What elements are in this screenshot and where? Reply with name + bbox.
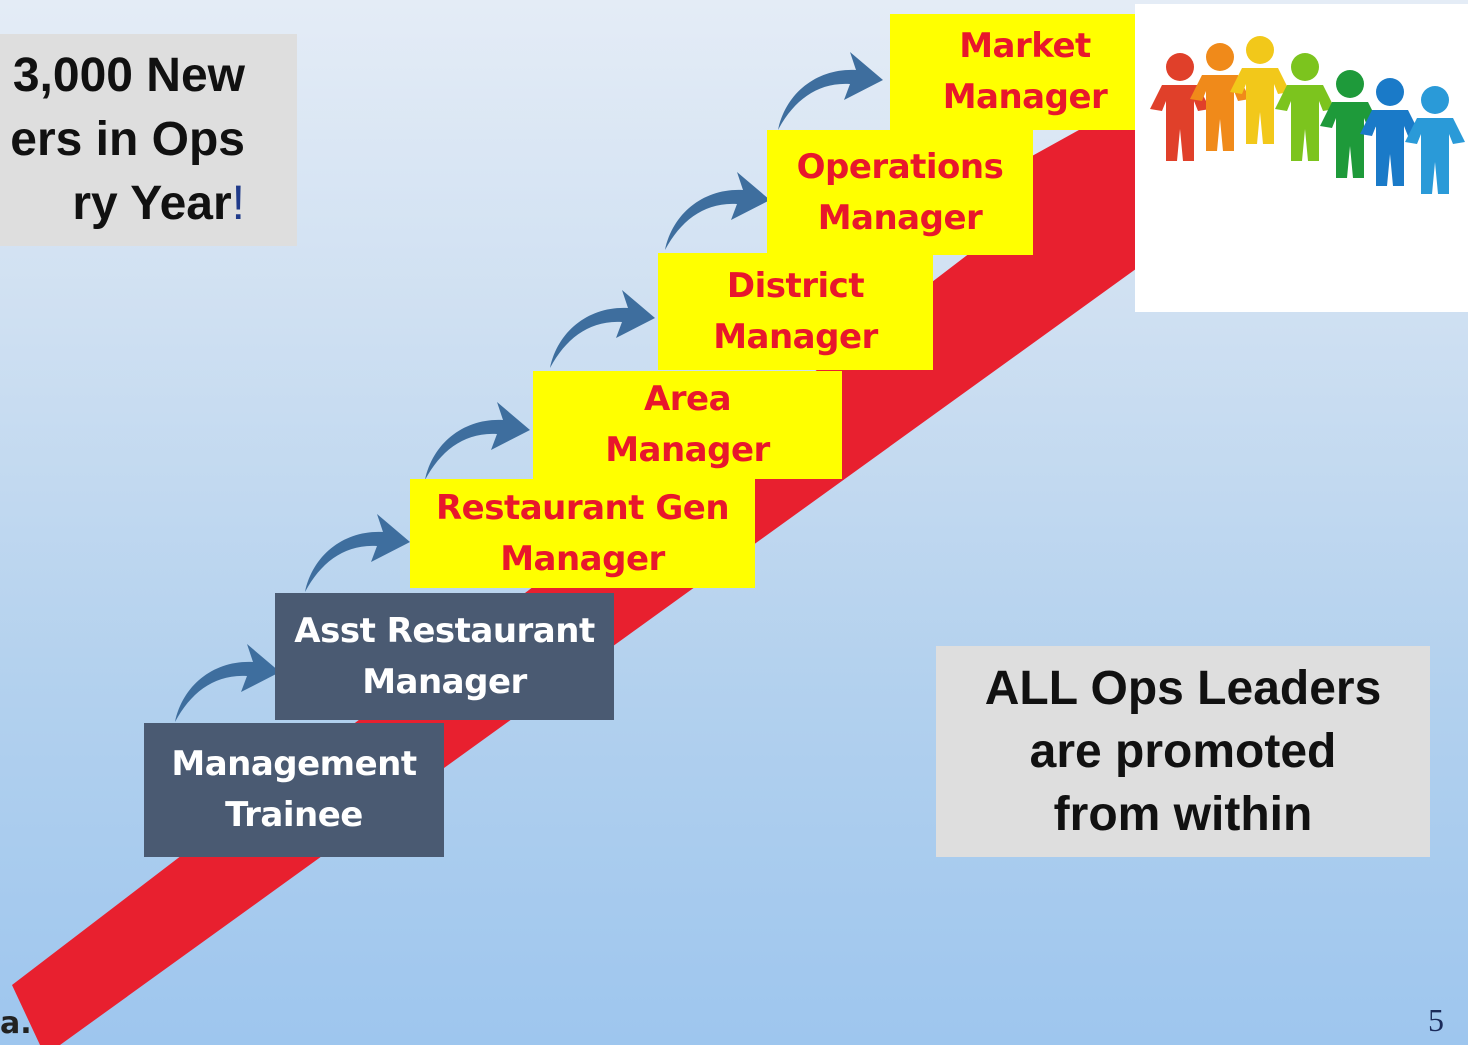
step-label: Manager (817, 197, 983, 238)
person-figure (1150, 53, 1210, 161)
curved-arrow (665, 172, 770, 250)
person-figure (1230, 36, 1290, 144)
person-figure (1360, 78, 1420, 186)
step-label: Operations (796, 146, 1004, 187)
step-management-trainee: Management Trainee (144, 723, 444, 857)
step-transition-arrows (175, 52, 883, 722)
step-restaurant-gen-manager: Restaurant Gen Manager (410, 479, 755, 588)
step-market-manager: Market Manager (890, 14, 1160, 130)
step-label: Market (959, 26, 1091, 66)
step-district-manager: District Manager (658, 253, 933, 370)
page-number: 5 (1428, 1002, 1444, 1038)
promoted-from-within-callout: ALL Ops Leaders are promoted from within (936, 646, 1430, 857)
callout-top-line3: ry Year! (72, 177, 245, 230)
people-image (1135, 4, 1468, 312)
step-area-manager: Area Manager (533, 371, 842, 479)
step-label: Manager (713, 316, 878, 357)
callout-bottom-line2: are promoted (1029, 725, 1337, 778)
step-operations-manager: Operations Manager (767, 130, 1033, 255)
step-label: Area (643, 379, 732, 419)
people-figures (1150, 36, 1465, 194)
step-label: Manager (605, 430, 770, 470)
curved-arrow (778, 52, 883, 130)
step-label: Manager (362, 661, 527, 702)
callout-bottom-line1: ALL Ops Leaders (984, 662, 1382, 715)
person-figure (1190, 43, 1250, 151)
step-label: Manager (942, 77, 1108, 117)
callout-top-line1: 3,000 New (12, 49, 245, 102)
step-label: Asst Restaurant (294, 610, 595, 651)
step-label: Manager (500, 538, 665, 579)
step-asst-restaurant-manager: Asst Restaurant Manager (275, 593, 614, 720)
step-label: Restaurant Gen (435, 487, 730, 528)
callout-bottom-line3: from within (1053, 788, 1313, 841)
person-figure (1275, 53, 1335, 161)
step-label: District (726, 265, 865, 306)
curved-arrow (305, 514, 410, 592)
logo-fragment: a. (0, 1006, 32, 1041)
person-figure (1405, 86, 1465, 194)
step-label: Management (171, 744, 417, 784)
person-figure (1320, 70, 1380, 178)
callout-top-line2: ers in Ops (10, 113, 245, 166)
curved-arrow (550, 290, 655, 368)
curved-arrow (175, 644, 280, 722)
new-managers-callout: 3,000 New ers in Ops ry Year! (0, 34, 297, 246)
curved-arrow (425, 402, 530, 480)
step-label: Trainee (225, 795, 363, 835)
